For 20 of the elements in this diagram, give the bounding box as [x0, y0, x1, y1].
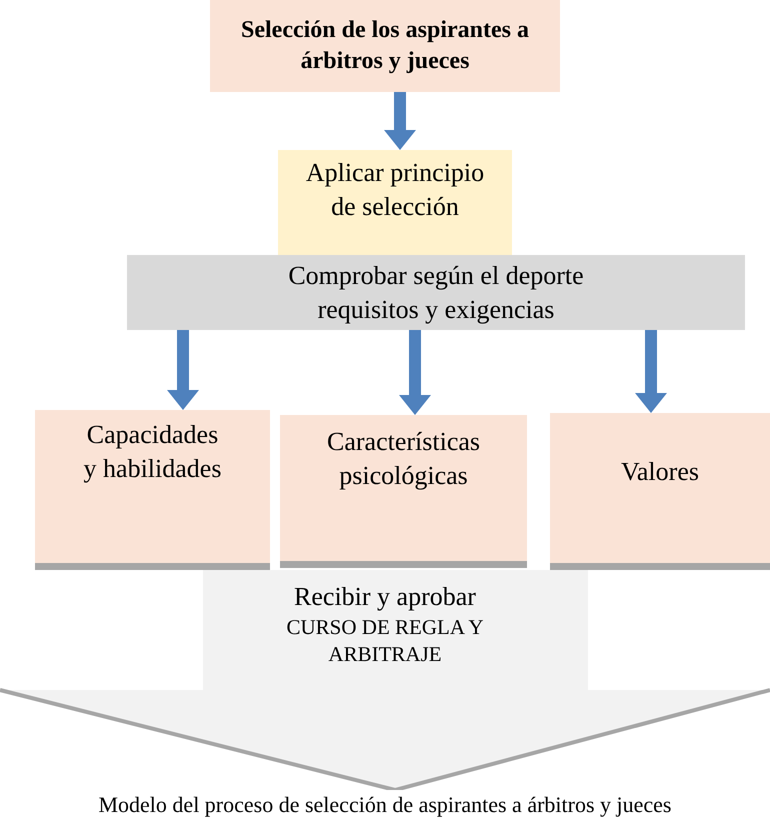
- arrow: [399, 330, 431, 415]
- box-text: Recibir y aprobar: [294, 581, 476, 613]
- caption: Modelo del proceso de selección de aspirantes a árbitros y jueces: [97, 792, 672, 818]
- box-subtext: CURSO DE REGLA Y ARBITRAJE: [286, 614, 484, 668]
- box-text: Valores: [621, 456, 699, 488]
- box-text: Selección de los aspirantes a árbitros y jueces: [240, 16, 530, 76]
- process-box: [210, 0, 560, 92]
- box-text: Capacidades y habilidades: [82, 419, 222, 485]
- arrow: [167, 330, 199, 410]
- down-arrow-shape: [0, 570, 770, 790]
- process-box: [127, 255, 745, 330]
- arrow: [635, 330, 667, 413]
- box-text: Comprobar según el deporte requisitos y exigencias: [287, 260, 585, 326]
- box-text: Características psicológicas: [326, 426, 482, 492]
- box-text: Aplicar principio de selección: [304, 157, 486, 223]
- process-box: [278, 150, 512, 255]
- process-box: [280, 415, 527, 568]
- arrow: [384, 92, 416, 150]
- process-box: [35, 410, 270, 570]
- process-box: [550, 413, 770, 570]
